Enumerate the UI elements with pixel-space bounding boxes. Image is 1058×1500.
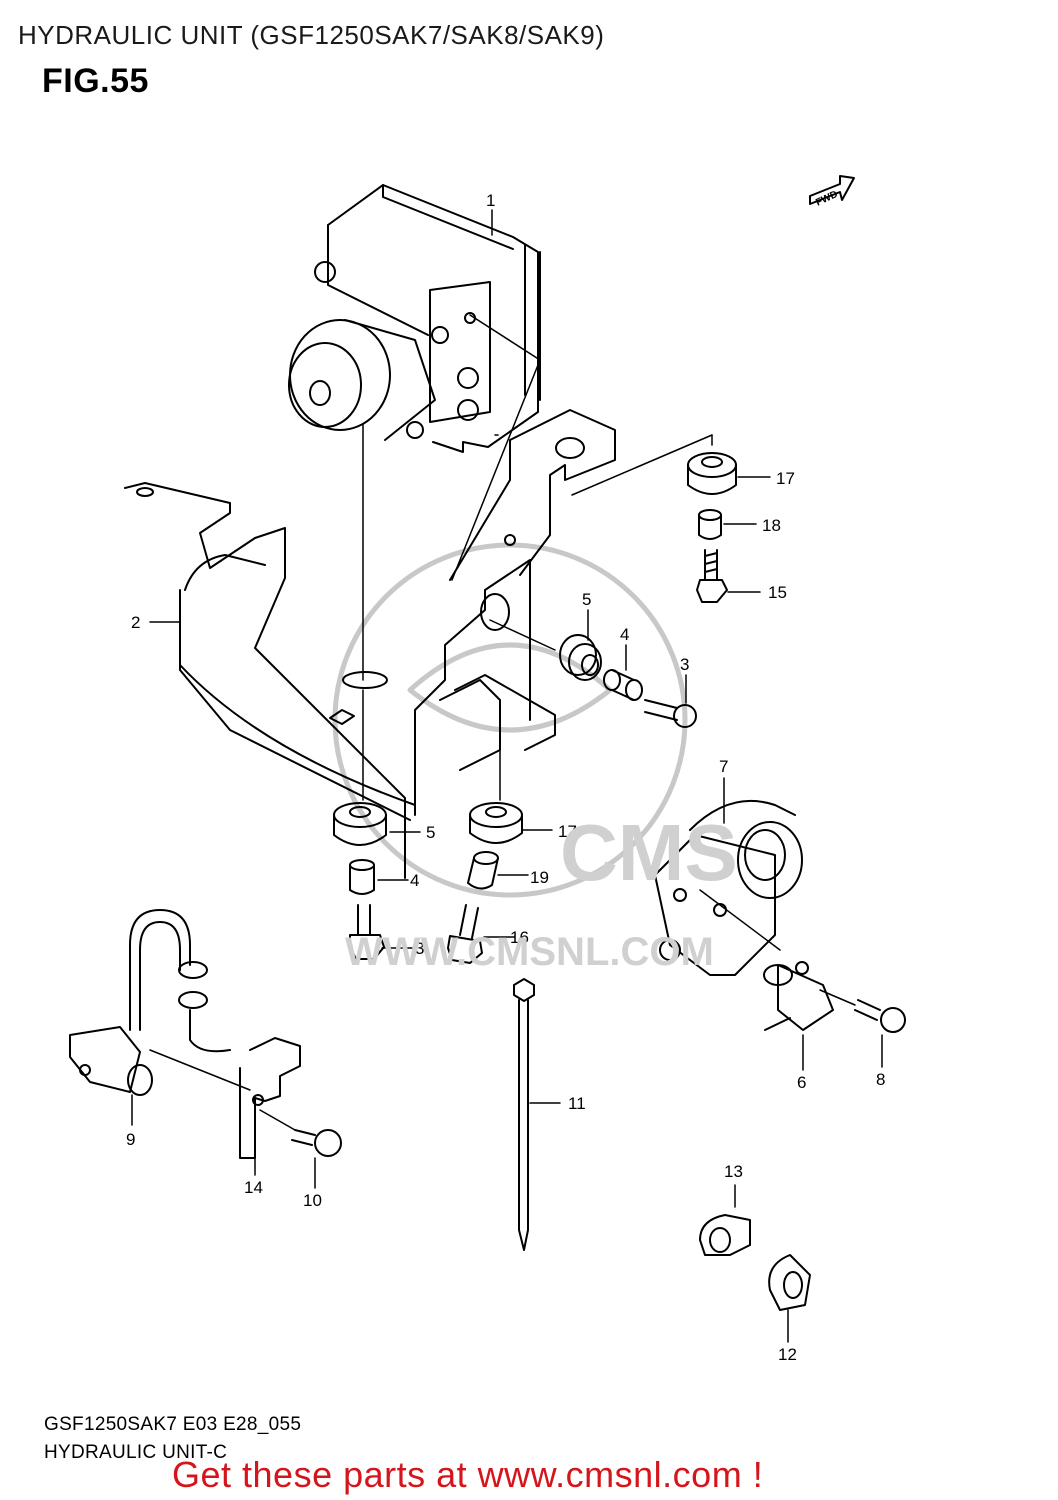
fwd-arrow-icon <box>809 175 855 205</box>
clamp-part <box>239 1037 301 1159</box>
upper-bracket-part <box>449 409 616 631</box>
bracket-part <box>124 482 556 879</box>
drawing-subtitle: HYDRAULIC UNIT-C <box>44 1442 228 1463</box>
callout-5: 5 <box>426 823 435 842</box>
callout-13: 13 <box>724 1162 743 1181</box>
callout-9: 9 <box>126 1130 135 1149</box>
hose-clamp-part <box>699 1214 751 1256</box>
callout-3: 3 <box>680 655 689 674</box>
callout-11: 11 <box>568 1094 586 1113</box>
figure-number: FIG.55 <box>42 62 149 100</box>
callout-8: 8 <box>876 1070 885 1089</box>
callout-3: 3 <box>415 939 424 958</box>
collar-part <box>467 851 499 890</box>
grommet-part <box>469 802 523 844</box>
front-sensor-part <box>69 909 231 1096</box>
hydraulic-unit-part <box>288 184 541 453</box>
assembly-lines <box>149 314 856 1131</box>
leader-lines <box>131 209 883 1343</box>
callout-18: 18 <box>762 516 781 535</box>
callout-17: 17 <box>776 469 795 488</box>
callout-1: 1 <box>486 191 495 210</box>
speed-sensor-part <box>763 961 834 1031</box>
callout-5: 5 <box>582 590 591 609</box>
grommet-part <box>559 634 602 681</box>
watermark-logo: CMS <box>560 808 738 897</box>
drawing-code: GSF1250SAK7 E03 E28_055 <box>44 1414 302 1435</box>
callout-4: 4 <box>410 871 419 890</box>
cta-link[interactable]: Get these parts at www.cmsnl.com ! <box>172 1454 764 1495</box>
callout-10: 10 <box>303 1191 322 1210</box>
callout-14: 14 <box>244 1178 263 1197</box>
bolt-part <box>696 549 728 603</box>
collar-part <box>603 669 643 701</box>
bolt-part <box>291 1129 342 1157</box>
watermark-text: CMS WWW.CMSNL.COM <box>345 808 738 974</box>
callout-2: 2 <box>131 613 140 632</box>
callout-17: 17 <box>558 822 577 841</box>
callout-4: 4 <box>620 625 629 644</box>
sensor-bracket-part <box>654 799 803 976</box>
grommet-part <box>333 802 387 846</box>
grommet-part <box>687 452 737 495</box>
hose-clamp-part <box>768 1254 811 1311</box>
cable-tie-part <box>513 978 535 1251</box>
callout-7: 7 <box>719 757 728 776</box>
callout-19: 19 <box>530 868 549 887</box>
bolt-part <box>447 904 483 964</box>
callout-15: 15 <box>768 583 787 602</box>
page-title: HYDRAULIC UNIT (GSF1250SAK7/SAK8/SAK9) <box>18 20 605 50</box>
callout-6: 6 <box>797 1073 806 1092</box>
callout-labels: 1 2 3 3 4 4 5 5 6 7 8 9 10 11 12 13 14 1… <box>126 191 885 1364</box>
callout-16: 16 <box>510 928 529 947</box>
callout-12: 12 <box>778 1345 797 1364</box>
bolt-part <box>854 999 906 1033</box>
bolt-part <box>349 904 385 960</box>
collar-part <box>698 509 722 540</box>
watermark-url: WWW.CMSNL.COM <box>345 930 714 974</box>
collar-part <box>349 859 375 895</box>
bolt-part <box>644 699 697 728</box>
